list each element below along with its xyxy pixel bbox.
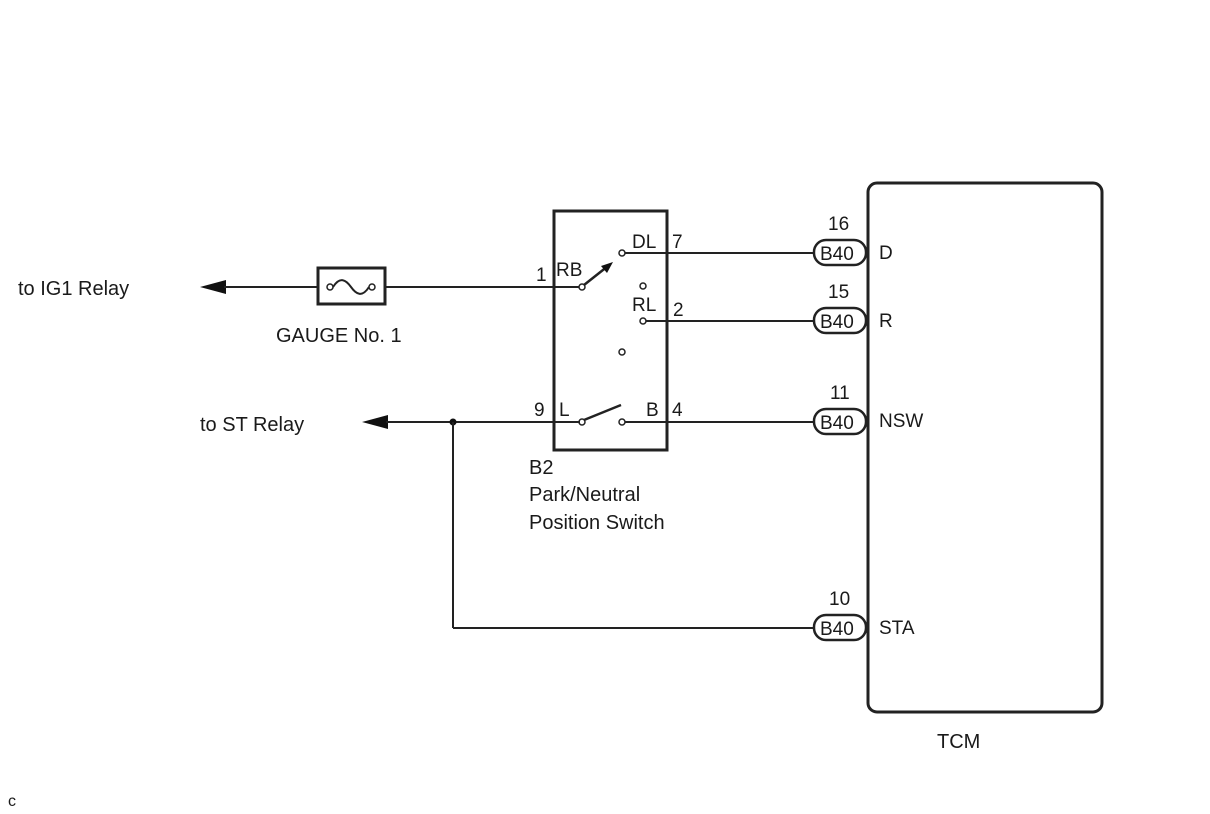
- fuse-terminal-right-icon: [368, 283, 376, 291]
- connector-id: B40: [820, 312, 854, 333]
- fuse-label: GAUGE No. 1: [276, 325, 402, 347]
- pin-b-label: B: [646, 400, 659, 421]
- pin-l-label: L: [559, 400, 570, 421]
- tcm-label: TCM: [937, 731, 980, 753]
- signal-label: STA: [879, 618, 915, 639]
- contact-dl-icon: [618, 249, 626, 257]
- connector-id: B40: [820, 619, 854, 640]
- connector-pin-number: 11: [830, 383, 850, 404]
- connector-id: B40: [820, 244, 854, 265]
- switch-name-line1: Park/Neutral: [529, 484, 640, 506]
- label-to-st-relay: to ST Relay: [200, 414, 304, 436]
- switch-id: B2: [529, 457, 553, 479]
- connector-sta: 10 B40 STA: [812, 589, 915, 642]
- connector-nsw: 11 B40 NSW: [812, 383, 923, 436]
- corner-mark: c: [8, 793, 16, 810]
- contact-unused-icon: [618, 348, 626, 356]
- connector-badge: [812, 407, 868, 436]
- pin-rl-label: RL: [632, 295, 656, 316]
- connector-id: B40: [820, 413, 854, 434]
- tcm-body: [866, 181, 1104, 714]
- arrow-st-icon: [362, 415, 388, 429]
- signal-label: D: [879, 243, 893, 264]
- pin-dl-label: DL: [632, 232, 656, 253]
- pin-rb-number: 1: [536, 265, 547, 286]
- pin-b-number: 4: [672, 400, 683, 421]
- contact-rl-icon: [639, 317, 647, 325]
- pin-rb-label: RB: [556, 260, 582, 281]
- connector-badge: [812, 613, 868, 642]
- arrow-ig1-icon: [200, 280, 226, 294]
- fuse-terminal-left-icon: [326, 283, 334, 291]
- contact-rb-icon: [578, 283, 586, 291]
- switch-body: [552, 209, 669, 452]
- connector-badge: [812, 306, 868, 335]
- connector-pin-number: 15: [828, 282, 849, 303]
- contact-mid-icon: [639, 282, 647, 290]
- connector-pin-number: 10: [829, 589, 850, 610]
- fuse-symbol-icon: [332, 279, 370, 295]
- connector-badge: [812, 238, 868, 267]
- pin-l-number: 9: [534, 400, 545, 421]
- switch-name-line2: Position Switch: [529, 512, 665, 534]
- switch-lever-l: [583, 403, 622, 422]
- pin-dl-number: 7: [672, 232, 683, 253]
- pin-rl-number: 2: [673, 300, 684, 321]
- connector-pin-number: 16: [828, 214, 849, 235]
- contact-b-icon: [618, 418, 626, 426]
- signal-label: NSW: [879, 411, 923, 432]
- signal-label: R: [879, 311, 893, 332]
- connector-d: 16 B40 D: [812, 214, 893, 267]
- label-to-ig1-relay: to IG1 Relay: [18, 278, 129, 300]
- switch-arrow-icon: [601, 262, 613, 273]
- connector-r: 15 B40 R: [812, 282, 893, 335]
